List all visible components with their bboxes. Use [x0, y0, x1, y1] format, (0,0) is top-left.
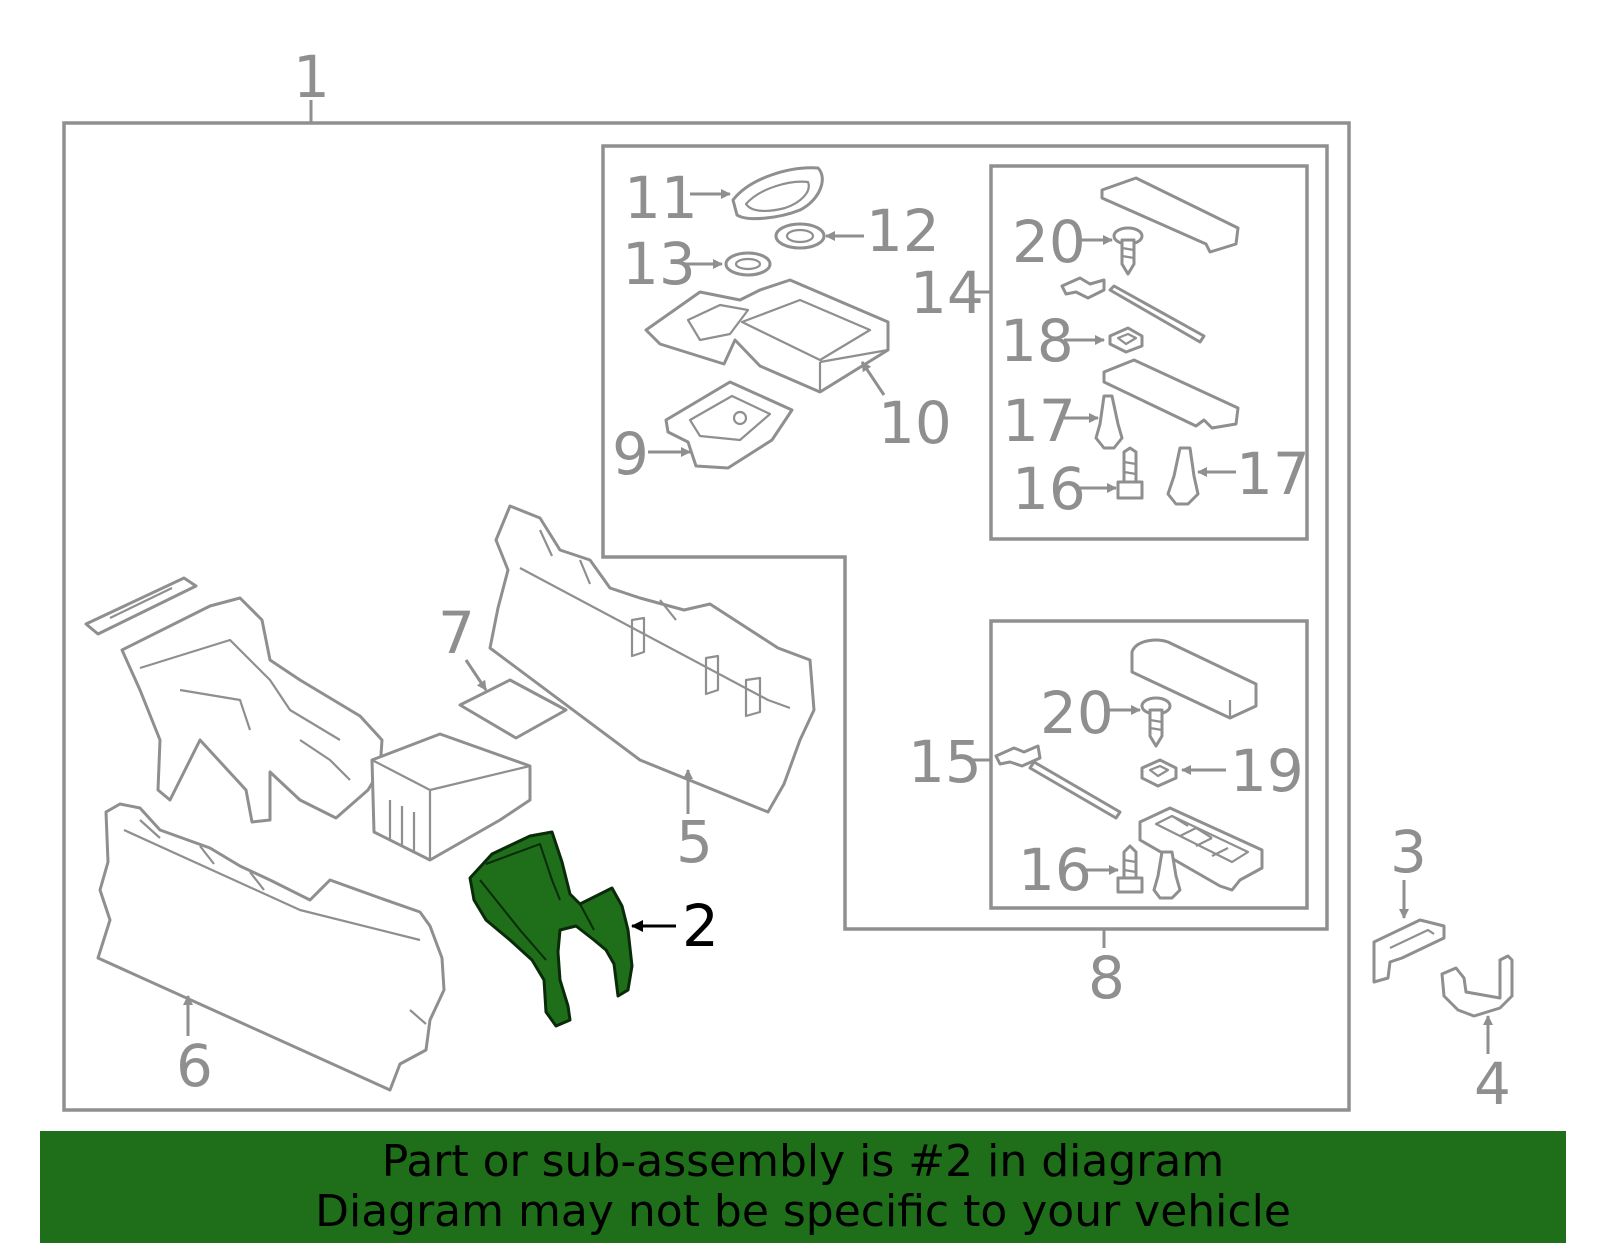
part-5-side-panel[interactable] [488, 504, 816, 814]
info-banner: Part or sub-assembly is #2 in diagram Di… [40, 1131, 1566, 1243]
kit-14-frame [989, 164, 1309, 541]
part-12-seal[interactable] [774, 222, 826, 250]
callout-19[interactable]: 19 [1230, 737, 1304, 805]
kit-15-nut-19[interactable] [1140, 758, 1178, 788]
kit-14-screw-20[interactable] [1112, 226, 1144, 276]
part-2-bracket[interactable] [468, 830, 634, 1028]
assembly-frame [62, 121, 1351, 1112]
callout-10[interactable]: 10 [878, 389, 952, 457]
callout-11[interactable]: 11 [624, 164, 698, 232]
callout-20b[interactable]: 20 [1040, 679, 1114, 747]
callout-4[interactable]: 4 [1474, 1050, 1511, 1118]
part-3-clip[interactable] [1372, 918, 1446, 984]
callout-7[interactable]: 7 [438, 599, 475, 667]
banner-line-part-number: Part or sub-assembly is #2 in diagram [381, 1136, 1225, 1187]
kit-14-nut-18[interactable] [1108, 326, 1144, 354]
callout-2[interactable]: 2 [682, 892, 719, 960]
callout-18[interactable]: 18 [1000, 307, 1074, 375]
kit-15-screw-20[interactable] [1140, 696, 1172, 748]
part-6-side-panel[interactable] [96, 802, 446, 1092]
kit-14-clip[interactable] [1060, 276, 1106, 300]
kit-14-bumper-17b[interactable] [1166, 446, 1200, 506]
console-body[interactable] [84, 576, 532, 862]
kit-15-bumper[interactable] [1152, 850, 1182, 900]
kit-14-lid[interactable] [1100, 176, 1240, 254]
subassembly-8-frame [601, 144, 1329, 931]
part-4-bracket[interactable] [1440, 954, 1514, 1018]
callout-20a[interactable]: 20 [1012, 208, 1086, 276]
part-13-seal[interactable] [724, 251, 772, 277]
part-11-trim-ring[interactable] [731, 166, 824, 221]
kit-15-rod[interactable] [1028, 760, 1122, 820]
kit-15-screw-16[interactable] [1116, 844, 1144, 894]
callout-12[interactable]: 12 [866, 197, 940, 265]
part-9-bin[interactable] [664, 380, 794, 470]
callout-8[interactable]: 8 [1088, 944, 1125, 1012]
callout-13[interactable]: 13 [622, 230, 696, 298]
info-banner-background [40, 1131, 1566, 1243]
part-10-upper-tray[interactable] [644, 278, 890, 394]
kit-14-screw-16[interactable] [1116, 446, 1144, 500]
callout-17a[interactable]: 17 [1002, 387, 1076, 455]
callout-9[interactable]: 9 [612, 420, 649, 488]
callout-15[interactable]: 15 [908, 728, 982, 796]
callout-16a[interactable]: 16 [1012, 455, 1086, 523]
callout-16b[interactable]: 16 [1018, 836, 1092, 904]
callout-3[interactable]: 3 [1390, 818, 1427, 886]
banner-line-disclaimer: Diagram may not be specific to your vehi… [315, 1186, 1291, 1237]
kit-14-bumper-17a[interactable] [1094, 394, 1124, 450]
kit-14-tray[interactable] [1102, 358, 1240, 430]
kit-14-rod[interactable] [1108, 284, 1206, 344]
callout-14[interactable]: 14 [910, 259, 984, 327]
callout-1[interactable]: 1 [293, 43, 330, 111]
part-7-pad[interactable] [458, 678, 568, 740]
callout-17b[interactable]: 17 [1236, 440, 1310, 508]
kit-15-frame [989, 619, 1309, 910]
callout-6[interactable]: 6 [176, 1032, 213, 1100]
kit-15-clip[interactable] [994, 744, 1042, 768]
kit-15-lid[interactable] [1130, 638, 1258, 720]
callout-5[interactable]: 5 [676, 808, 713, 876]
